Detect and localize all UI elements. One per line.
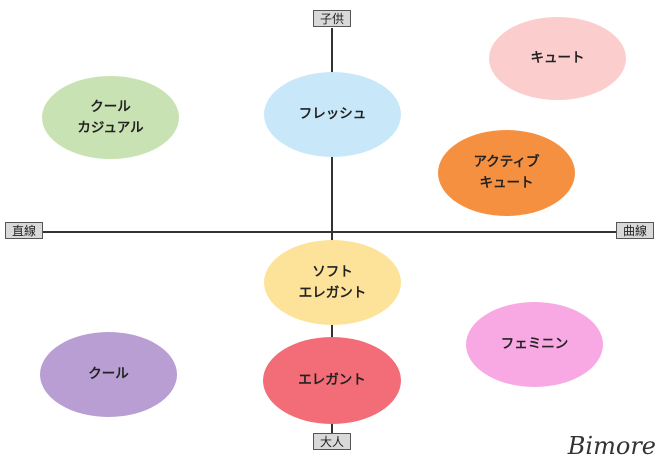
- axis-label-bottom: 大人: [313, 433, 351, 450]
- bimore-logo: Bimore: [567, 432, 656, 460]
- axis-label-left: 直線: [5, 222, 43, 239]
- bubble-cute: キュート: [489, 17, 626, 100]
- horizontal-axis: [42, 231, 617, 233]
- axis-label-top: 子供: [313, 10, 351, 27]
- bubble-cool: クール: [40, 332, 177, 417]
- bubble-feminine: フェミニン: [466, 302, 603, 387]
- bubble-active-cute: アクティブ キュート: [438, 130, 575, 216]
- bubble-elegant: エレガント: [263, 337, 401, 424]
- bubble-cool-casual: クール カジュアル: [42, 76, 179, 159]
- axis-label-right: 曲線: [616, 222, 654, 239]
- bubble-fresh: フレッシュ: [264, 72, 401, 157]
- bubble-soft-elegant: ソフト エレガント: [264, 240, 401, 325]
